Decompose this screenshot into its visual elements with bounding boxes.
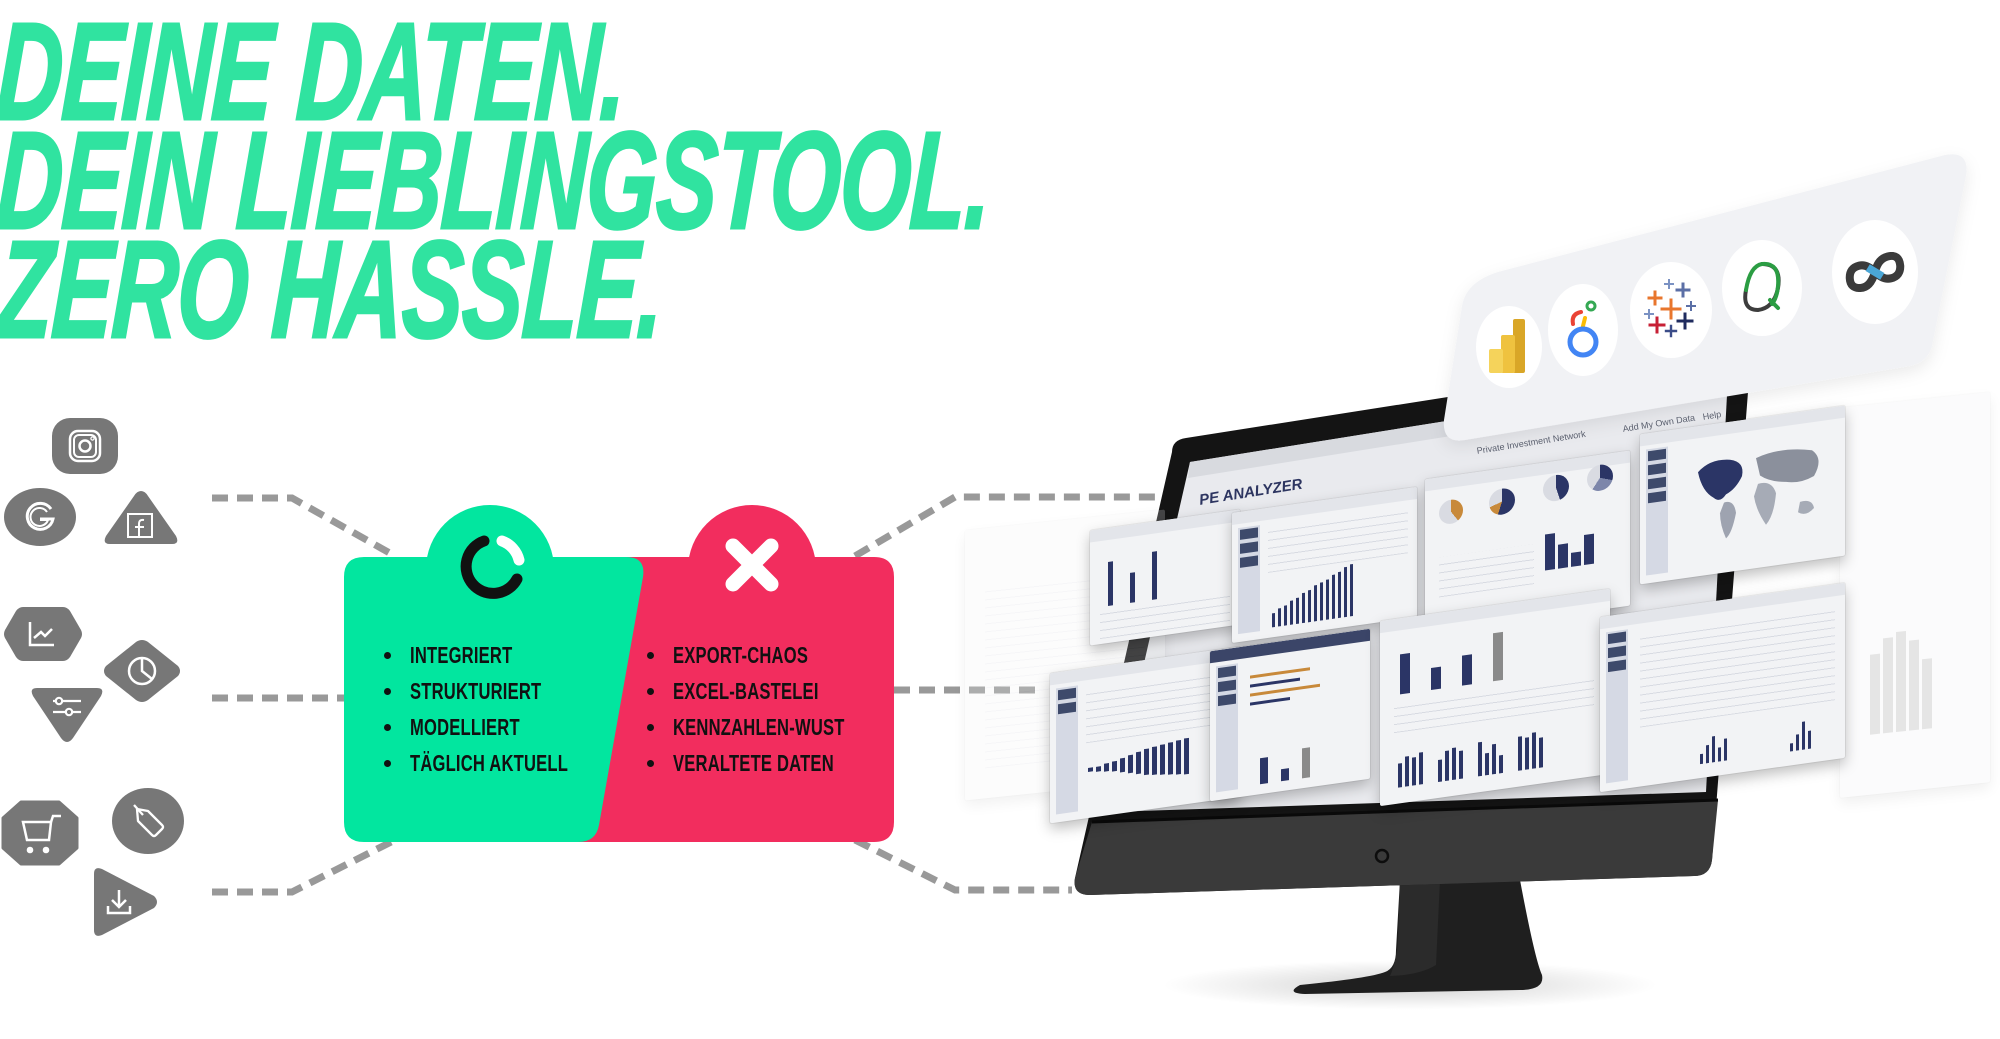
pie-chart-source (102, 638, 182, 704)
comparison-card: INTEGRIERT STRUKTURIERT MODELLIERT TÄGLI… (344, 505, 894, 842)
close-x-icon (725, 538, 779, 592)
looker-studio-icon (1567, 300, 1599, 358)
dashboard-panel-map (1640, 405, 1845, 585)
download-icon (106, 890, 132, 915)
shopping-cart-icon (21, 814, 61, 842)
monitor-stand (1293, 880, 1543, 994)
logo-infinity (1832, 220, 1918, 324)
facebook-icon (127, 513, 153, 538)
camera-dot (1374, 848, 1390, 864)
price-tag-source (112, 788, 184, 854)
logo-tableau (1630, 262, 1712, 358)
power-bi-icon (1489, 319, 1525, 373)
tableau-icon (1644, 279, 1696, 338)
instagram-icon (68, 429, 102, 463)
shopping-cart-source (1, 800, 79, 866)
monitor-chin (1074, 800, 1718, 895)
qlik-icon (1743, 261, 1781, 313)
line-chart-source (3, 605, 83, 663)
line-chart-icon (28, 622, 54, 647)
logo-power-bi (1476, 306, 1542, 388)
sliders-icon (53, 696, 81, 717)
google-icon (25, 501, 55, 531)
download-source (90, 866, 160, 938)
price-tag-icon (133, 804, 165, 838)
good-panel-bg (344, 505, 644, 842)
logo-qlik (1722, 240, 1802, 336)
logo-looker-studio (1548, 284, 1618, 376)
sliders-source (29, 686, 105, 744)
pie-chart-icon (127, 656, 157, 686)
instagram-source (52, 418, 118, 474)
world-map-icon (1698, 449, 1819, 539)
infinity-icon (1845, 252, 1905, 292)
loading-ring-icon (460, 535, 525, 599)
google-source (4, 488, 76, 546)
facebook-source (102, 488, 180, 546)
